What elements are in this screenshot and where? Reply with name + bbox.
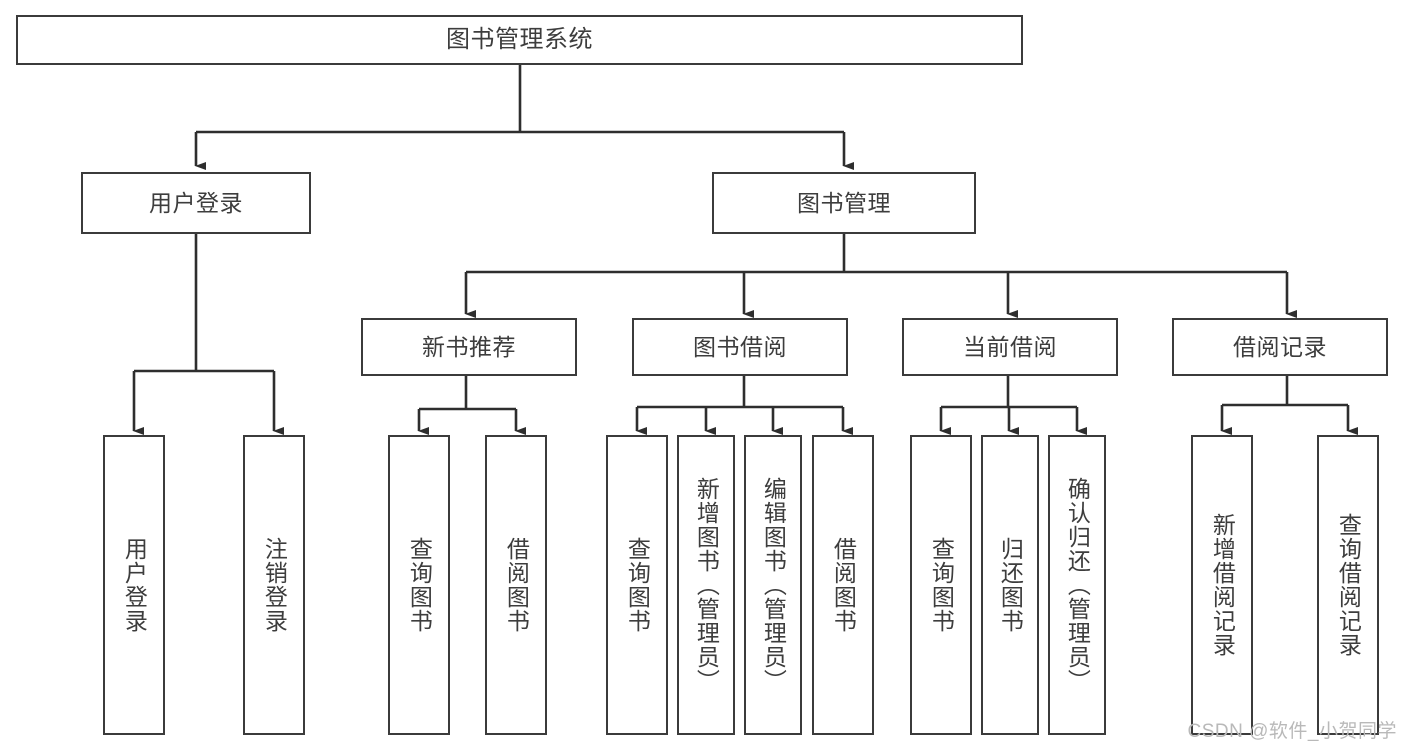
node-label: 查询图书 bbox=[624, 537, 651, 633]
node-label: 借阅图书 bbox=[503, 537, 530, 633]
node-label: 确认归还（管理员） bbox=[1064, 477, 1091, 693]
node-label: 用户登录 bbox=[149, 189, 243, 216]
node-user-login[interactable]: 用户登录 bbox=[81, 172, 311, 234]
leaf-new-book-query-books[interactable]: 查询图书 bbox=[388, 435, 450, 735]
node-label: 图书管理 bbox=[797, 189, 891, 216]
leaf-book-borrow-query-books[interactable]: 查询图书 bbox=[606, 435, 668, 735]
node-new-book-recommend[interactable]: 新书推荐 bbox=[361, 318, 577, 376]
node-borrow-record[interactable]: 借阅记录 bbox=[1172, 318, 1388, 376]
leaf-book-borrow-edit-book-admin[interactable]: 编辑图书（管理员） bbox=[744, 435, 802, 735]
node-label: 借阅记录 bbox=[1233, 333, 1327, 360]
node-label: 新书推荐 bbox=[422, 333, 516, 360]
node-book-management[interactable]: 图书管理 bbox=[712, 172, 976, 234]
node-current-borrow[interactable]: 当前借阅 bbox=[902, 318, 1118, 376]
node-label: 查询图书 bbox=[406, 537, 433, 633]
leaf-current-borrow-confirm-return-admin[interactable]: 确认归还（管理员） bbox=[1048, 435, 1106, 735]
node-label: 用户登录 bbox=[121, 537, 148, 633]
node-label: 查询图书 bbox=[928, 537, 955, 633]
leaf-borrow-record-add-record[interactable]: 新增借阅记录 bbox=[1191, 435, 1253, 735]
node-label: 图书借阅 bbox=[693, 333, 787, 360]
leaf-book-borrow-borrow-books[interactable]: 借阅图书 bbox=[812, 435, 874, 735]
connector-lines bbox=[132, 65, 1358, 435]
node-label: 当前借阅 bbox=[963, 333, 1057, 360]
node-label: 查询借阅记录 bbox=[1335, 513, 1362, 657]
watermark-csdn: CSDN @软件_小贺同学 bbox=[1187, 721, 1397, 742]
node-label: 新增借阅记录 bbox=[1209, 513, 1236, 657]
node-label: 归还图书 bbox=[997, 537, 1024, 633]
node-label: 新增图书（管理员） bbox=[693, 477, 720, 693]
leaf-current-borrow-return-books[interactable]: 归还图书 bbox=[981, 435, 1039, 735]
leaf-book-borrow-add-book-admin[interactable]: 新增图书（管理员） bbox=[677, 435, 735, 735]
leaf-user-login[interactable]: 用户登录 bbox=[103, 435, 165, 735]
leaf-new-book-borrow-books[interactable]: 借阅图书 bbox=[485, 435, 547, 735]
leaf-logout[interactable]: 注销登录 bbox=[243, 435, 305, 735]
node-root-book-management-system[interactable]: 图书管理系统 bbox=[16, 15, 1023, 65]
node-label: 图书管理系统 bbox=[446, 26, 593, 54]
node-label: 借阅图书 bbox=[830, 537, 857, 633]
leaf-current-borrow-query-books[interactable]: 查询图书 bbox=[910, 435, 972, 735]
leaf-borrow-record-query-record[interactable]: 查询借阅记录 bbox=[1317, 435, 1379, 735]
node-book-borrow[interactable]: 图书借阅 bbox=[632, 318, 848, 376]
node-label: 编辑图书（管理员） bbox=[760, 477, 787, 693]
node-label: 注销登录 bbox=[261, 537, 288, 633]
